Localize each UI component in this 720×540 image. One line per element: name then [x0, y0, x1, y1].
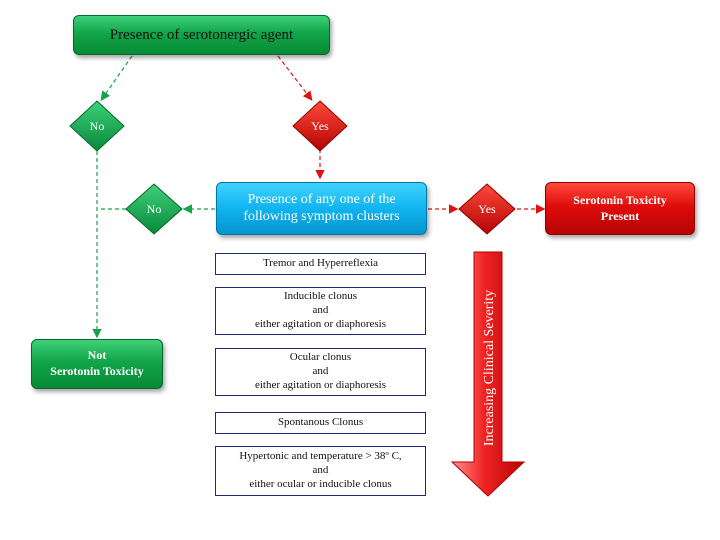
node-symptom-clusters: Presence of any one of the following sym…	[216, 182, 427, 235]
cluster-inducible-clonus: Inducible clonus and either agitation or…	[215, 287, 426, 335]
node-symptom-clusters-label: Presence of any one of the following sym…	[243, 191, 400, 224]
connector-agent-to-no	[100, 55, 133, 101]
decision-no-top: No	[69, 100, 125, 152]
decision-no-mid: No	[125, 183, 183, 235]
cluster-label: Spontanous Clonus	[277, 416, 364, 429]
node-toxicity-present: Serotonin Toxicity Present	[545, 182, 695, 235]
cluster-hypertonic-temperature: Hypertonic and temperature > 38º C, and …	[215, 446, 426, 496]
cluster-spontaneous-clonus: Spontanous Clonus	[215, 412, 426, 434]
decision-yes-mid: Yes	[458, 183, 516, 235]
node-toxicity-present-label: Serotonin Toxicity Present	[573, 192, 667, 223]
cluster-tremor-hyperreflexia: Tremor and Hyperreflexia	[215, 253, 426, 275]
decision-no-top-label: No	[90, 119, 105, 133]
severity-arrow: Increasing Clinical Severity	[450, 251, 526, 497]
decision-yes-mid-label: Yes	[478, 202, 496, 216]
cluster-label: Ocular clonus and either agitation or di…	[254, 351, 387, 391]
severity-arrow-label: Increasing Clinical Severity	[482, 290, 497, 446]
node-serotonergic-agent: Presence of serotonergic agent	[73, 15, 330, 55]
decision-no-mid-label: No	[147, 202, 162, 216]
node-not-toxicity-label: Not Serotonin Toxicity	[50, 348, 144, 378]
decision-yes-top-label: Yes	[311, 119, 329, 133]
node-serotonergic-agent-label: Presence of serotonergic agent	[109, 26, 294, 43]
connector-agent-to-yes	[277, 55, 313, 101]
cluster-label: Tremor and Hyperreflexia	[262, 257, 379, 270]
decision-yes-top: Yes	[292, 100, 348, 152]
cluster-ocular-clonus: Ocular clonus and either agitation or di…	[215, 348, 426, 396]
cluster-label: Hypertonic and temperature > 38º C, and …	[239, 450, 402, 490]
node-not-toxicity: Not Serotonin Toxicity	[31, 339, 163, 389]
cluster-label: Inducible clonus and either agitation or…	[254, 290, 387, 330]
